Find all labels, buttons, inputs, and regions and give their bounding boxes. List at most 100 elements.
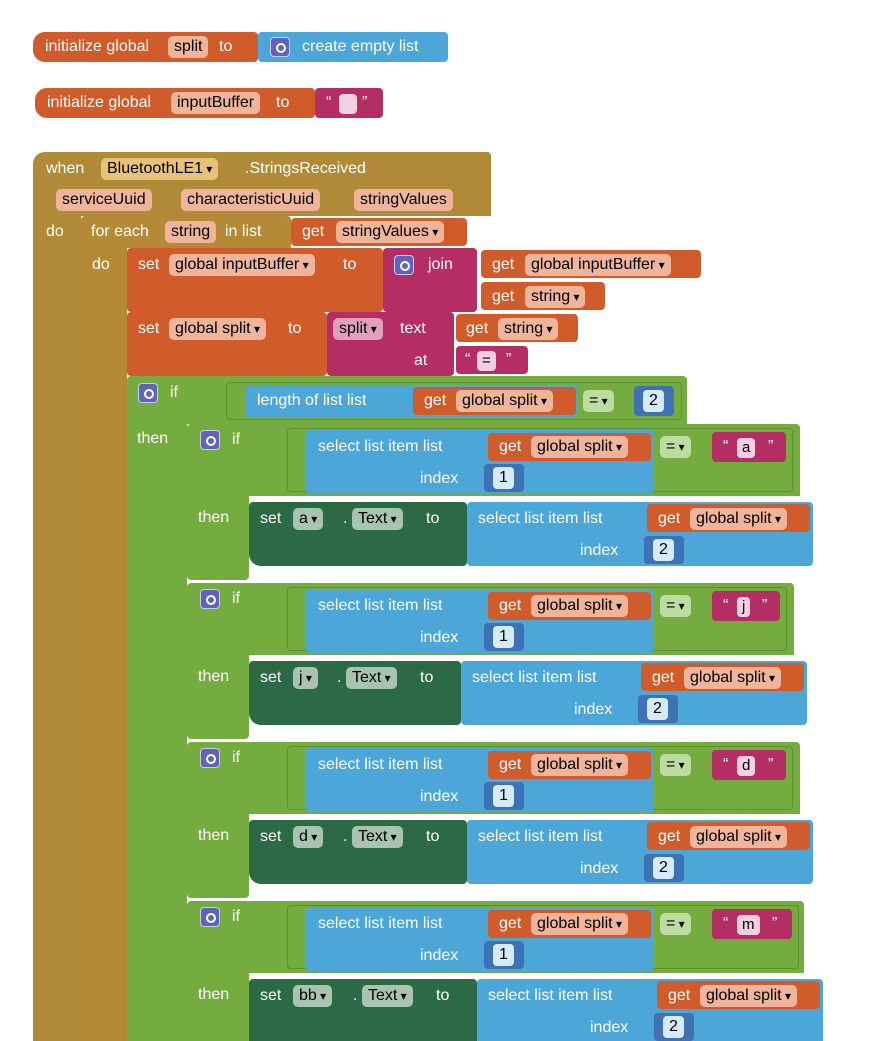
mutator-gear-icon[interactable] [270, 37, 290, 57]
get-variable-dropdown[interactable]: global split [690, 508, 787, 530]
inner-if-then-spine [187, 655, 249, 739]
text-value-field[interactable] [339, 94, 357, 114]
property-dropdown[interactable]: Text [352, 826, 403, 848]
get-variable-dropdown[interactable]: global inputBuffer [525, 254, 671, 276]
variable-name-field[interactable]: split [168, 36, 209, 58]
select-list-item-label: select list item list [318, 915, 443, 932]
compare-operator-dropdown[interactable]: = [660, 754, 691, 776]
number-value-field[interactable]: 2 [647, 698, 668, 720]
number-value-field[interactable]: 1 [493, 467, 514, 489]
set-label: set [138, 320, 160, 337]
number-value-field[interactable]: 2 [653, 539, 674, 561]
open-quote: “ [723, 756, 729, 773]
to-label: to [426, 510, 440, 527]
number-value-field[interactable]: 1 [493, 785, 514, 807]
set-variable-dropdown[interactable]: global split [169, 318, 266, 340]
compare-operator-dropdown[interactable]: = [660, 913, 691, 935]
text-value-field[interactable]: j [737, 597, 751, 617]
get-variable-dropdown[interactable]: global split [684, 667, 781, 689]
param-serviceuuid[interactable]: serviceUuid [56, 189, 152, 211]
select-list-item-label: select list item list [472, 669, 597, 686]
number-value-field[interactable]: 1 [493, 626, 514, 648]
text-value-field[interactable]: a [737, 438, 756, 458]
get-variable-dropdown[interactable]: string [498, 318, 559, 340]
select-list-item-label: select list item list [478, 510, 603, 527]
close-quote: ” [768, 756, 774, 773]
open-quote: “ [723, 438, 729, 455]
dot-label: . [353, 987, 358, 1004]
get-label: get [492, 288, 515, 305]
inner-if-then-spine [187, 496, 249, 580]
param-stringvalues[interactable]: stringValues [354, 189, 453, 211]
mutator-gear-icon[interactable] [394, 255, 414, 275]
get-variable-dropdown[interactable]: global split [531, 754, 628, 776]
do-label: do [46, 223, 64, 240]
then-label: then [198, 986, 230, 1003]
init-global-split-block[interactable] [33, 32, 258, 62]
component-dropdown[interactable]: d [293, 826, 324, 848]
to-label: to [343, 256, 357, 273]
get-label: get [492, 256, 515, 273]
compare-operator-dropdown[interactable]: = [583, 390, 614, 412]
component-dropdown[interactable]: BluetoothLE1 [101, 158, 219, 180]
get-variable-dropdown[interactable]: string [525, 286, 586, 308]
number-value-field[interactable]: 2 [643, 390, 664, 412]
get-variable-dropdown[interactable]: global split [531, 436, 628, 458]
event-do-spine [33, 216, 81, 1041]
index-label: index [580, 860, 619, 877]
length-of-list-label: length of list list [257, 392, 367, 409]
variable-name-field[interactable]: inputBuffer [171, 92, 261, 114]
mutator-gear-icon[interactable] [200, 589, 220, 609]
component-dropdown[interactable]: a [293, 508, 324, 530]
property-dropdown[interactable]: Text [346, 667, 397, 689]
set-variable-dropdown[interactable]: global inputBuffer [169, 254, 315, 276]
mutator-gear-icon[interactable] [200, 907, 220, 927]
inner-if-then-spine [187, 814, 249, 898]
get-variable-dropdown[interactable]: stringValues [336, 221, 445, 243]
mutator-gear-icon[interactable] [200, 748, 220, 768]
set-label: set [260, 669, 282, 686]
loop-variable-field[interactable]: string [165, 221, 217, 243]
component-dropdown[interactable]: j [293, 667, 318, 689]
select-list-item-label: select list item list [488, 987, 613, 1004]
then-label: then [198, 827, 230, 844]
get-label: get [652, 669, 675, 686]
get-label: get [658, 510, 681, 527]
text-value-field[interactable]: = [477, 351, 496, 371]
compare-operator-dropdown[interactable]: = [660, 595, 691, 617]
close-quote: ” [362, 94, 368, 111]
component-dropdown[interactable]: bb [293, 985, 333, 1007]
split-operation-dropdown[interactable]: split [333, 318, 383, 340]
mutator-gear-icon[interactable] [200, 430, 220, 450]
number-value-field[interactable]: 1 [493, 944, 514, 966]
param-characteristicuuid[interactable]: characteristicUuid [181, 189, 321, 211]
get-label: get [658, 828, 681, 845]
number-value-field[interactable]: 2 [653, 857, 674, 879]
get-label: get [668, 987, 691, 1004]
init-global-label: initialize global [47, 94, 152, 111]
get-variable-dropdown[interactable]: global split [690, 826, 787, 848]
index-label: index [580, 542, 619, 559]
get-label: get [302, 223, 325, 240]
number-value-field[interactable]: 2 [663, 1016, 684, 1038]
text-value-field[interactable]: m [737, 915, 760, 935]
get-variable-dropdown[interactable]: global split [531, 595, 628, 617]
index-label: index [420, 788, 459, 805]
text-value-field[interactable]: d [737, 756, 756, 776]
property-dropdown[interactable]: Text [352, 508, 403, 530]
if-label: if [232, 908, 240, 925]
close-quote: ” [768, 438, 774, 455]
get-variable-dropdown[interactable]: global split [456, 390, 553, 412]
property-dropdown[interactable]: Text [362, 985, 413, 1007]
open-quote: “ [326, 94, 332, 111]
for-each-label: for each [91, 223, 149, 240]
mutator-gear-icon[interactable] [138, 383, 158, 403]
dot-label: . [343, 828, 348, 845]
close-quote: ” [762, 597, 768, 614]
get-variable-dropdown[interactable]: global split [700, 985, 797, 1007]
compare-operator-dropdown[interactable]: = [660, 436, 691, 458]
index-label: index [420, 947, 459, 964]
init-to-label: to [219, 38, 233, 55]
get-variable-dropdown[interactable]: global split [531, 913, 628, 935]
index-label: index [420, 470, 459, 487]
